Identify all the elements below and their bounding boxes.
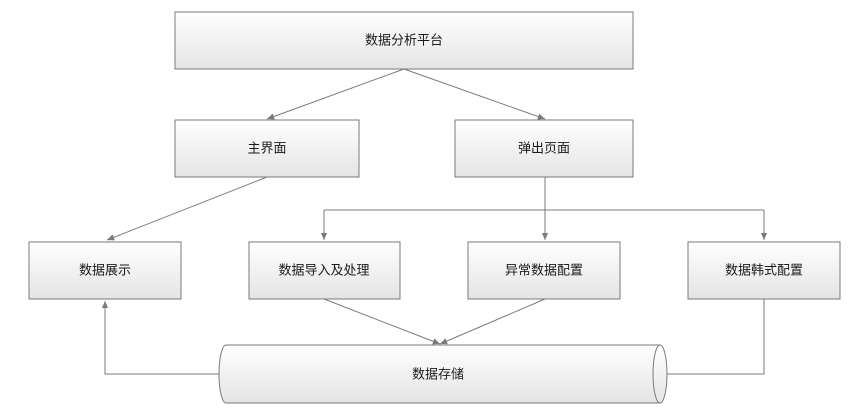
node-anomaly-config-label: 异常数据配置: [505, 264, 583, 279]
edge-platform-main: [266, 68, 405, 120]
edge-storage-display: [101, 301, 219, 375]
node-data-storage: 数据存储: [218, 344, 668, 404]
edge-import-storage: [323, 298, 441, 345]
node-popup-page: 弹出页面: [454, 119, 634, 178]
node-data-import: 数据导入及处理: [248, 241, 401, 300]
node-data-storage-label: 数据存储: [412, 368, 464, 383]
node-main-page: 主界面: [174, 119, 360, 178]
node-platform-label: 数据分析平台: [365, 34, 443, 49]
node-data-display: 数据展示: [28, 241, 182, 300]
storage-cylinder-cap: [652, 344, 661, 404]
node-popup-page-label: 弹出页面: [518, 142, 570, 157]
node-hanshi-config-label: 数据韩式配置: [725, 264, 803, 279]
node-data-display-label: 数据展示: [79, 264, 131, 279]
node-main-page-label: 主界面: [247, 142, 286, 157]
edge-main-display: [106, 176, 268, 241]
node-platform: 数据分析平台: [174, 11, 634, 70]
edges: [101, 68, 768, 378]
edge-anomaly-storage: [439, 298, 546, 345]
node-anomaly-config: 异常数据配置: [467, 241, 621, 300]
node-data-import-label: 数据导入及处理: [278, 264, 369, 279]
edge-hanshi-storage: [660, 299, 765, 378]
edge-platform-popup: [403, 68, 546, 120]
node-hanshi-config: 数据韩式配置: [687, 241, 841, 300]
